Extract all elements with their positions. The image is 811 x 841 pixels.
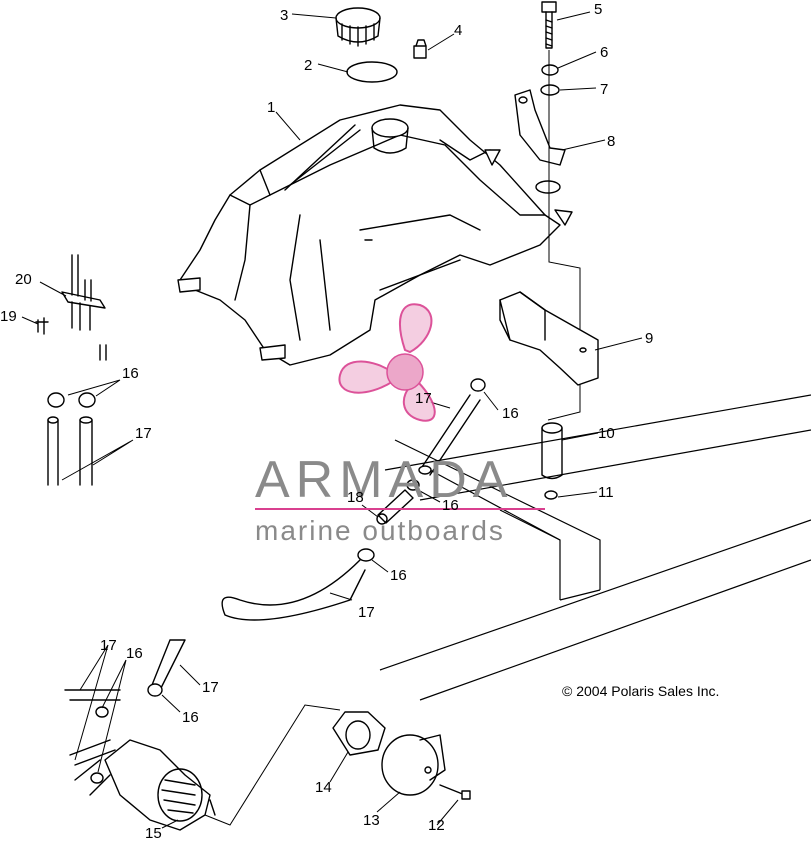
- callout-5: 5: [594, 1, 602, 18]
- watermark-logo: [338, 303, 436, 422]
- callout-15: 15: [145, 825, 162, 841]
- spacer: [541, 422, 563, 480]
- callout-8: 8: [607, 133, 615, 150]
- bolt: [541, 1, 557, 49]
- callouts: 1 2 3 4 5 6 7 8 9 10 11 12 13 14 15 20 1…: [0, 1, 653, 841]
- mount-bracket: [514, 89, 566, 166]
- callout-3: 3: [280, 7, 288, 24]
- clamps: [47, 378, 486, 784]
- washer-6: [541, 64, 559, 76]
- callout-12: 12: [428, 817, 445, 834]
- fuel-cap: [335, 7, 381, 47]
- washer-7: [540, 84, 560, 96]
- callout-19: 19: [0, 308, 17, 325]
- callout-7: 7: [600, 81, 608, 98]
- callout-16: 16: [182, 709, 199, 726]
- valve-clip: [35, 317, 49, 335]
- callout-2: 2: [304, 57, 312, 74]
- callout-11: 11: [598, 484, 614, 501]
- hose-left: [47, 416, 93, 486]
- watermark-brand: ARMADA: [255, 451, 513, 509]
- callout-6: 6: [600, 44, 608, 61]
- fuel-valve: [61, 254, 107, 361]
- callout-16: 16: [442, 497, 459, 514]
- pump-fitting: [332, 711, 386, 756]
- hose-18: [376, 489, 414, 525]
- callout-4: 4: [454, 22, 462, 39]
- callout-16: 16: [122, 365, 139, 382]
- callout-9: 9: [645, 330, 653, 347]
- callout-20: 20: [15, 271, 32, 288]
- callout-17: 17: [135, 425, 152, 442]
- frame-rails: [379, 394, 811, 701]
- watermark-underline: [255, 508, 545, 510]
- hose-line-lower: [221, 559, 366, 621]
- propeller-icon: [338, 303, 436, 422]
- nut: [544, 490, 558, 500]
- hose-pump-b: [149, 639, 186, 691]
- watermark-tagline: marine outboards: [255, 515, 505, 546]
- callout-18: 18: [347, 489, 364, 506]
- fuel-tank: [177, 104, 573, 366]
- callout-16: 16: [126, 645, 143, 662]
- callout-16: 16: [502, 405, 519, 422]
- vent-fitting: [413, 39, 427, 59]
- callout-10: 10: [598, 425, 615, 442]
- callout-17: 17: [202, 679, 219, 696]
- cap-gasket: [346, 61, 398, 83]
- callout-16: 16: [390, 567, 407, 584]
- fuel-pump: [74, 739, 216, 831]
- grommet: [535, 180, 561, 194]
- cover-screw: [439, 784, 471, 800]
- copyright-notice: © 2004 Polaris Sales Inc.: [562, 683, 719, 699]
- callout-13: 13: [363, 812, 380, 829]
- callout-17: 17: [100, 637, 117, 654]
- hose-line-upper: [418, 394, 481, 476]
- pump-cover: [381, 734, 446, 796]
- callout-1: 1: [267, 99, 275, 116]
- tank-strap: [499, 291, 599, 386]
- callout-17: 17: [415, 390, 432, 407]
- callout-14: 14: [315, 779, 332, 796]
- callout-17: 17: [358, 604, 375, 621]
